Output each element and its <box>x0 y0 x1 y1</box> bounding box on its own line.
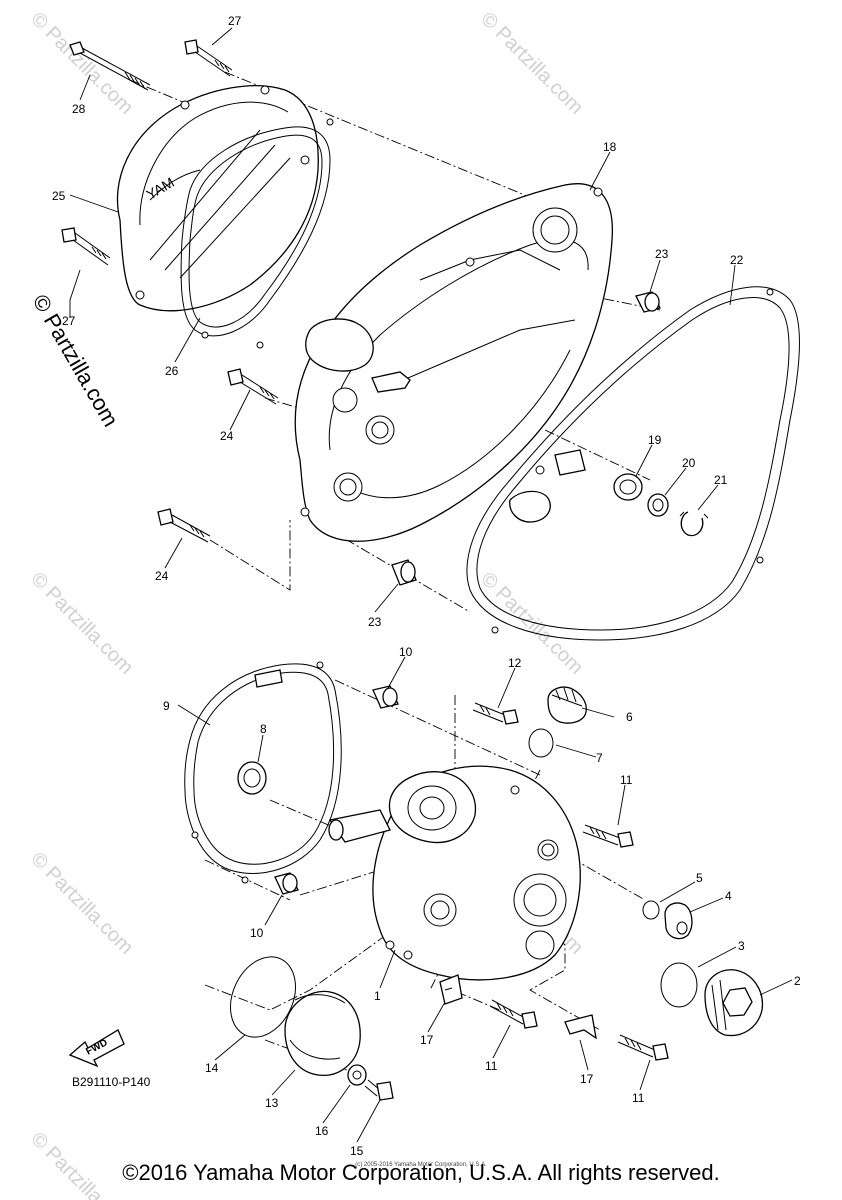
callout-18: 18 <box>603 140 617 154</box>
callout-11-right: 11 <box>620 773 633 787</box>
part-2-drain-plug <box>704 969 764 1037</box>
watermark-side: © Partzilla.com <box>28 290 124 431</box>
part-24-bolt-lower <box>157 508 211 543</box>
callout-23-upper: 23 <box>655 247 669 261</box>
part-17-clip-left <box>439 974 463 1005</box>
diagram-code: B291110-P140 <box>72 1075 151 1089</box>
part-27-bolt-top <box>184 39 233 77</box>
callout-12: 12 <box>508 656 522 670</box>
copyright-small: (c) 2005-2016 Yamaha Motor Corporation, … <box>355 1162 487 1168</box>
part-20-washer <box>647 493 669 517</box>
part-10-dowel-upper <box>372 685 399 709</box>
callouts: 27 28 25 27 26 24 24 18 23 22 19 20 21 2… <box>52 14 801 1158</box>
callout-5: 5 <box>696 871 703 885</box>
part-14-o-ring <box>230 956 296 1038</box>
callout-16: 16 <box>315 1124 329 1138</box>
callout-28: 28 <box>72 102 86 116</box>
callout-23-lower: 23 <box>368 615 382 629</box>
part-21-circlip <box>679 511 709 537</box>
part-23-dowel-lower <box>391 559 417 586</box>
callout-25: 25 <box>52 189 66 203</box>
part-25-clutch-cover: YAM <box>116 85 319 312</box>
callout-13: 13 <box>265 1096 279 1110</box>
part-19-oil-seal <box>613 473 643 501</box>
part-9-cover-gasket <box>184 661 342 884</box>
part-16-washer <box>347 1064 367 1086</box>
callout-26: 26 <box>165 364 179 378</box>
watermark-low-left: © Partzilla.com <box>26 848 137 959</box>
part-13-cover <box>284 990 361 1076</box>
part-27-bolt-left <box>61 227 111 266</box>
callout-10-upper: 10 <box>399 645 413 659</box>
callout-10-lower: 10 <box>250 926 264 940</box>
callout-14: 14 <box>205 1061 219 1075</box>
callout-6: 6 <box>626 710 633 724</box>
callout-24-upper: 24 <box>220 429 234 443</box>
part-11-bolt-right <box>582 824 634 848</box>
watermark-mid-right: © Partzilla.com <box>476 568 587 679</box>
callout-24-lower: 24 <box>155 569 169 583</box>
callout-1: 1 <box>374 989 381 1003</box>
part-7-o-ring <box>528 728 554 758</box>
callout-17-right: 17 <box>580 1072 594 1086</box>
fwd-arrow: FWD <box>68 1029 125 1068</box>
part-11-bolt-center <box>489 999 538 1029</box>
part-1-crankcase-cover <box>328 765 581 981</box>
callout-9: 9 <box>163 699 170 713</box>
part-23-dowel-upper <box>635 291 661 313</box>
part-11-bolt-lower-right <box>617 1034 669 1061</box>
callout-15: 15 <box>350 1144 364 1158</box>
part-10-dowel-lower <box>274 872 299 895</box>
part-5-o-ring-small <box>642 900 660 920</box>
callout-4: 4 <box>725 889 732 903</box>
part-3-o-ring-large <box>660 962 698 1008</box>
callout-8: 8 <box>260 722 267 736</box>
part-15-bolt <box>364 1079 394 1101</box>
callout-21: 21 <box>714 473 728 487</box>
callout-3: 3 <box>738 939 745 953</box>
callout-17-left: 17 <box>420 1033 434 1047</box>
leader-lines <box>69 27 793 1143</box>
part-12-bolt <box>472 702 519 725</box>
part-28-long-bolt <box>69 41 151 91</box>
part-17-clip-right <box>564 1014 597 1040</box>
callout-2: 2 <box>794 974 801 988</box>
callout-22: 22 <box>730 253 744 267</box>
part-6-oil-filler-cap <box>547 686 587 724</box>
callout-7: 7 <box>596 751 603 765</box>
callout-27-top: 27 <box>228 14 242 28</box>
watermark-mid-left: © Partzilla.com <box>26 568 137 679</box>
watermark-top-right: © Partzilla.com <box>476 8 587 119</box>
part-22-crankcase-gasket <box>466 286 800 641</box>
copyright-notice: ©2016 Yamaha Motor Corporation, U.S.A. A… <box>122 1160 720 1185</box>
part-8-oil-seal <box>237 761 267 795</box>
callout-19: 19 <box>648 433 662 447</box>
part-24-bolt-upper <box>227 368 279 405</box>
callout-11-lower: 11 <box>632 1091 645 1105</box>
callout-11-center: 11 <box>485 1059 498 1073</box>
part-4-plug <box>664 902 693 940</box>
callout-27-left: 27 <box>62 314 76 328</box>
part-26-cover-gasket <box>180 118 334 349</box>
callout-20: 20 <box>682 456 696 470</box>
part-18-crankcase-cover <box>294 183 614 542</box>
